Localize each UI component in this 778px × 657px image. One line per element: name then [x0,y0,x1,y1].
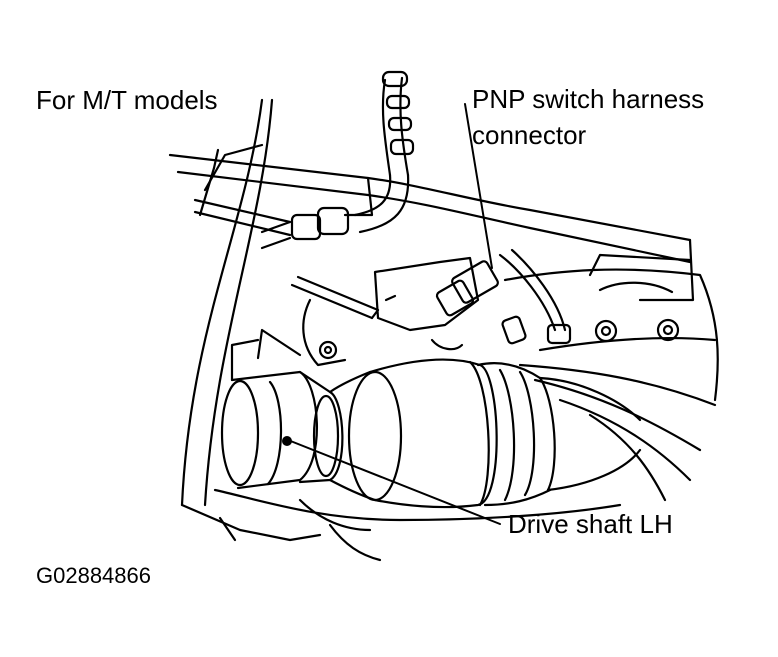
transaxle-case [503,253,719,502]
leader-pnp [464,103,493,269]
label-mt-models: For M/T models [36,85,218,115]
leader-drive-shaft [287,439,501,525]
figure-id: G02884866 [36,563,151,588]
leader-dot [282,436,292,446]
left-frame [180,98,274,507]
lower-body [180,498,382,562]
label-drive-shaft: Drive shaft LH [508,509,673,539]
drive-shaft [213,328,642,522]
label-pnp-switch-line1: PNP switch harness [472,84,705,114]
leader-lines [287,103,501,525]
label-pnp-switch-line2: connector [472,120,587,150]
hose [260,70,415,250]
stay-rod [290,275,380,367]
cross-member [168,153,695,302]
pnp-connector [373,248,572,351]
